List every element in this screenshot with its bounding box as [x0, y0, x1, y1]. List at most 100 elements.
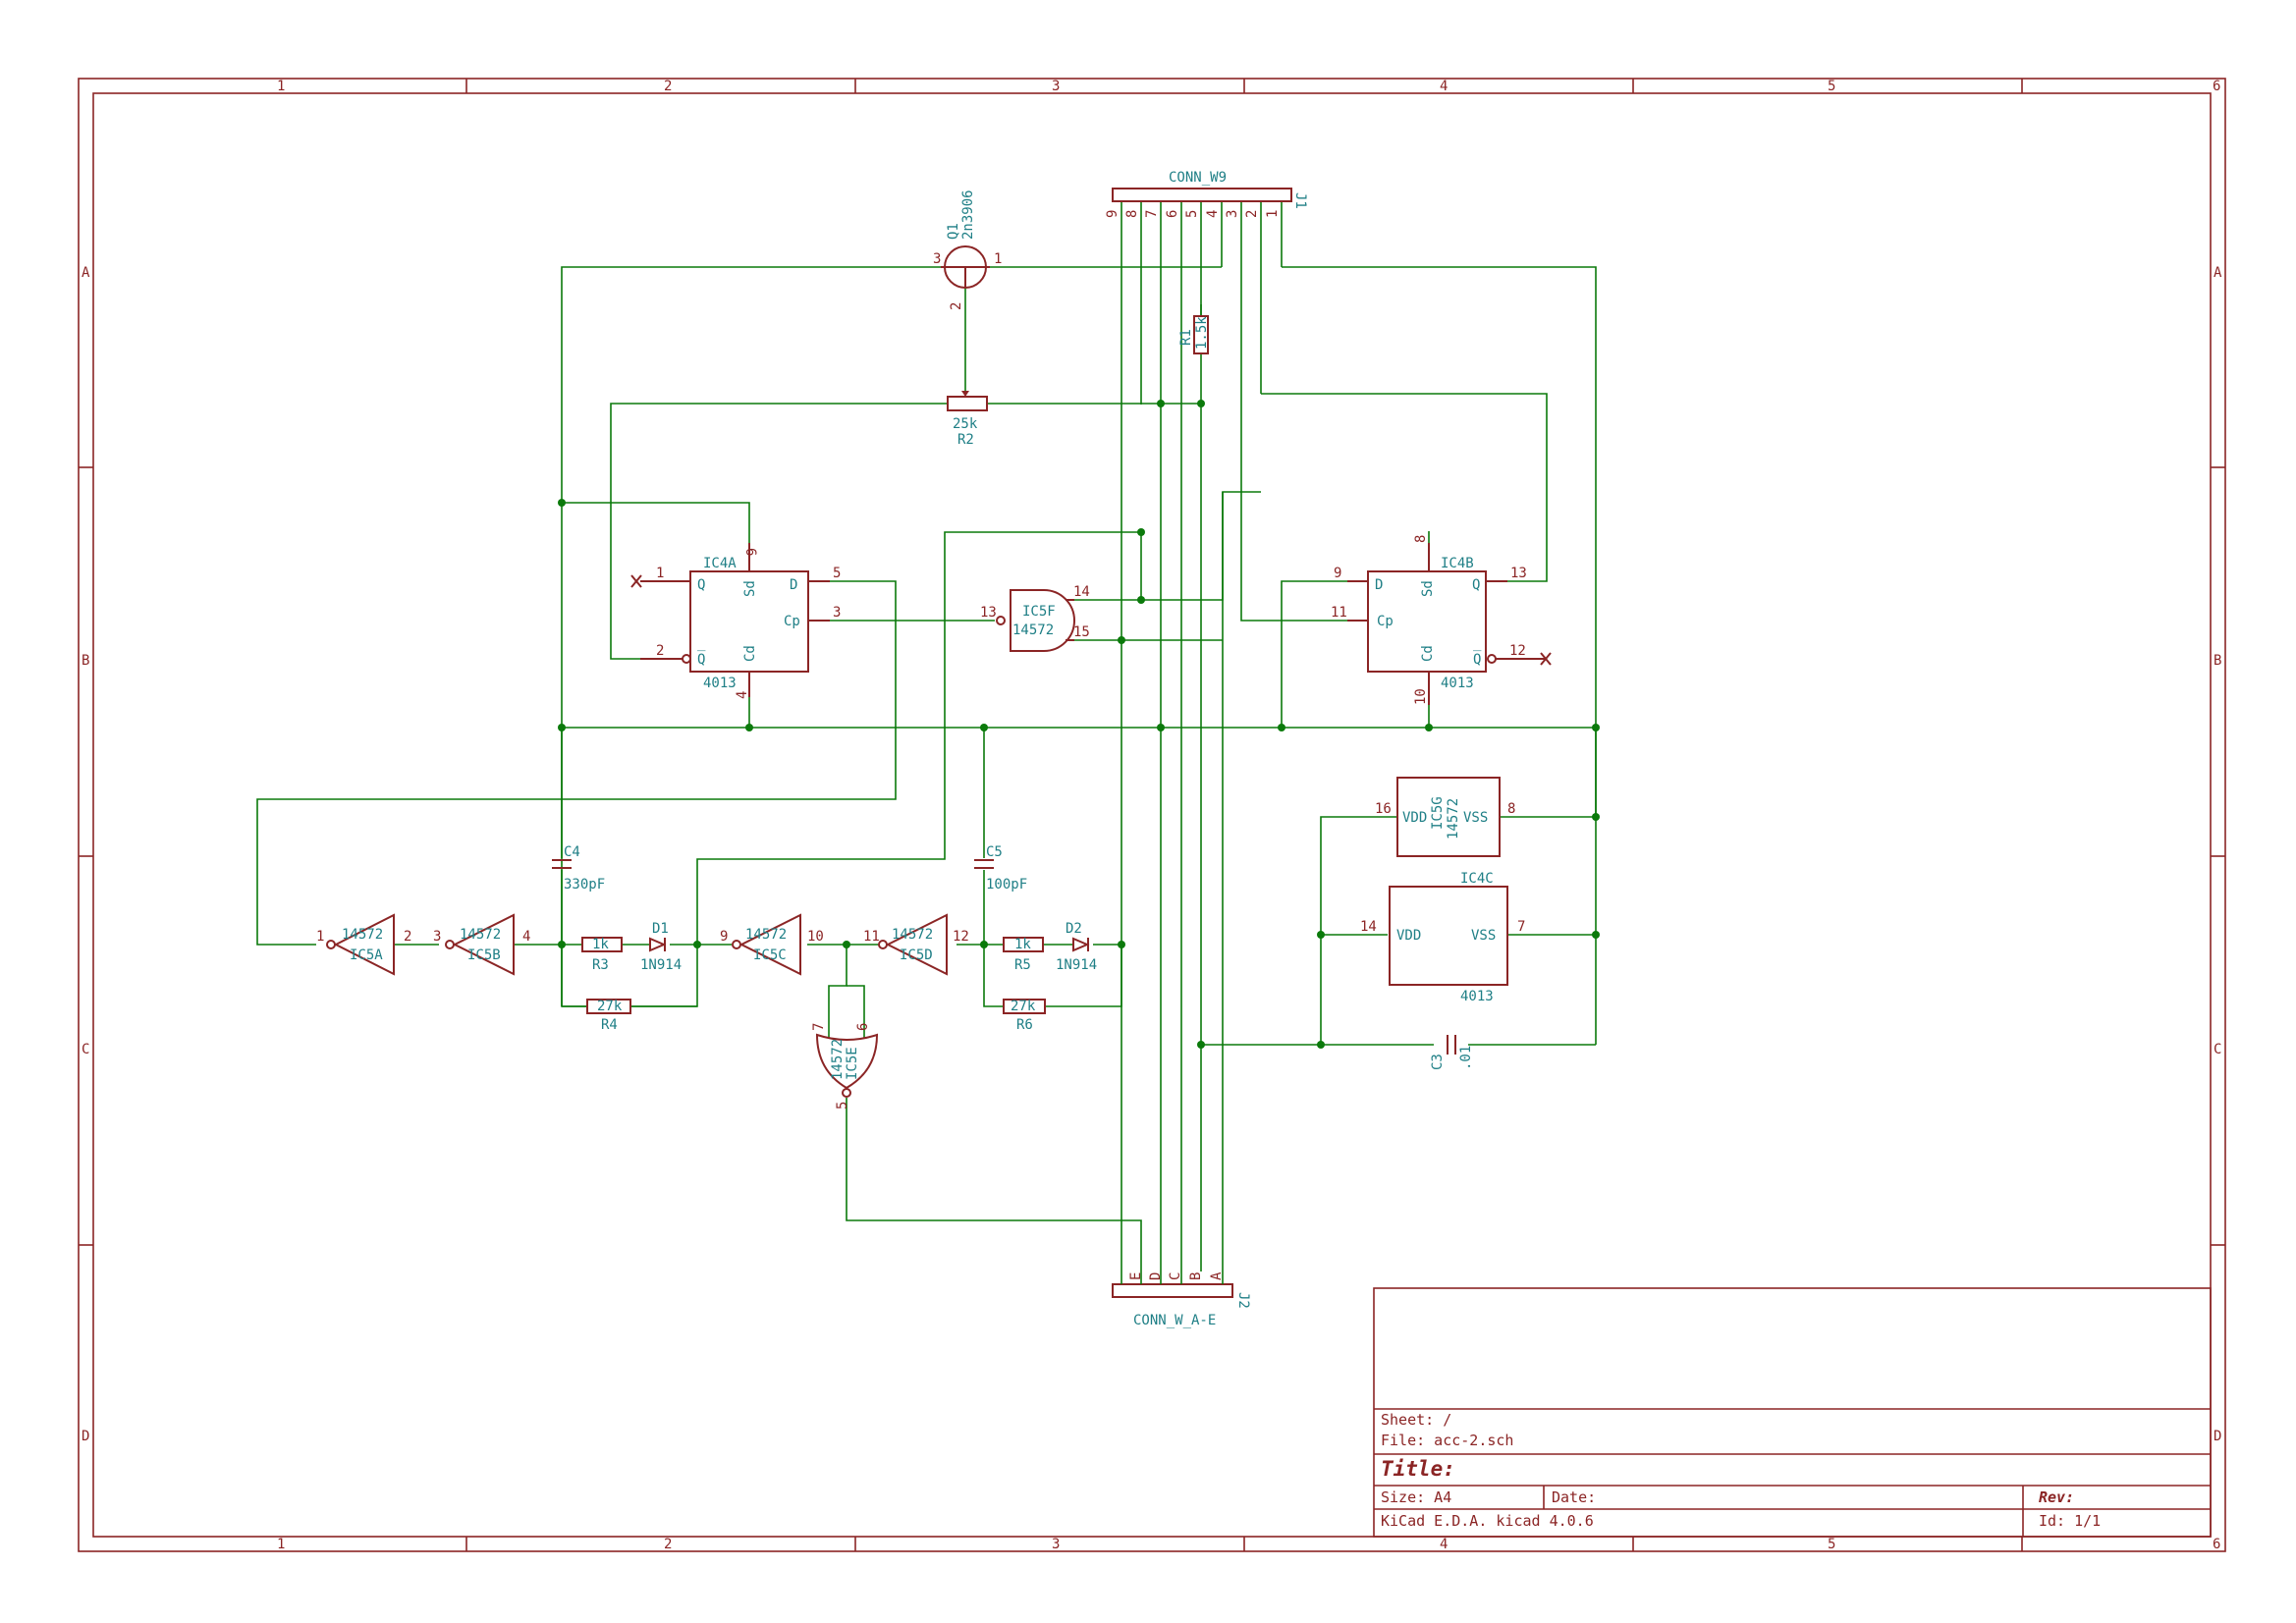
- r1-ref: R1: [1178, 329, 1194, 346]
- title-block-sheet: Sheet: /: [1381, 1411, 1451, 1429]
- ic5e-pin-5: 5: [835, 1102, 850, 1109]
- ic4b-pin-8: 8: [1413, 535, 1429, 543]
- ic5b-ref: IC5B: [467, 947, 501, 963]
- col-label-6-bottom: 6: [2213, 1537, 2220, 1552]
- ic4b-pin-10: 10: [1413, 688, 1429, 705]
- j1-pin-1: 1: [1265, 210, 1281, 218]
- connector-j2: CONN_W_A-E J2 E D C B A: [1112, 1271, 1251, 1328]
- ic5a-pin-1: 1: [316, 929, 324, 945]
- ic4b-ref: IC4B: [1441, 556, 1474, 571]
- r2-ref: R2: [957, 432, 974, 448]
- q1-pin-3: 3: [933, 251, 941, 267]
- ic4b-pin-12: 12: [1509, 643, 1526, 659]
- ic4b-label-d: D: [1375, 577, 1383, 593]
- j2-pin-e: E: [1128, 1272, 1144, 1280]
- ic5g-pin-16: 16: [1375, 801, 1392, 817]
- j2-pin-a: A: [1209, 1271, 1225, 1280]
- capacitor-c4: C4 330pF: [552, 844, 605, 893]
- col-label-3: 3: [1052, 79, 1060, 94]
- ic5d-ref: IC5D: [900, 947, 933, 963]
- ic4c-pin-7: 7: [1517, 919, 1525, 935]
- title-block: Sheet: / File: acc-2.sch Title: Size: A4…: [1373, 1287, 2212, 1538]
- ic5a-value: 14572: [342, 927, 383, 943]
- ic5e-value: 14572: [830, 1039, 846, 1080]
- title-block-date: Date:: [1552, 1488, 1596, 1506]
- col-label-2-bottom: 2: [664, 1537, 672, 1552]
- j2-value: CONN_W_A-E: [1133, 1313, 1216, 1328]
- diode-d2: D2 1N914: [1056, 921, 1097, 973]
- ic4a-label-cd: Cd: [742, 645, 758, 662]
- gate-ic5e: 14572 IC5E 7 6 5: [811, 1023, 879, 1109]
- ic5a-pin-2: 2: [404, 929, 411, 945]
- row-label-c: C: [82, 1042, 89, 1057]
- ic4a-value: 4013: [703, 676, 737, 691]
- ic4a-label-d: D: [790, 577, 797, 593]
- ic4a-ref: IC4A: [703, 556, 737, 571]
- inverter-ic5a: 14572 IC5A 1 2: [316, 913, 411, 976]
- row-label-d-right: D: [2214, 1429, 2221, 1444]
- j1-pin-6: 6: [1165, 210, 1180, 218]
- j1-pin-2: 2: [1244, 210, 1260, 218]
- d2-value: 1N914: [1056, 957, 1097, 973]
- frame-row-dividers: [79, 466, 2225, 1246]
- title-block-title: Title:: [1381, 1457, 1455, 1481]
- c3-ref: C3: [1430, 1054, 1446, 1070]
- ic5f-ref: IC5F: [1022, 604, 1056, 620]
- ic4a-pin-5: 5: [833, 566, 841, 581]
- r3-ref: R3: [592, 957, 609, 973]
- ic4a-pin-2: 2: [656, 643, 664, 659]
- c5-value: 100pF: [986, 877, 1027, 893]
- r1-value: 1.5k: [1194, 316, 1210, 350]
- ic4b-value: 4013: [1441, 676, 1474, 691]
- r6-ref: R6: [1016, 1017, 1033, 1033]
- potentiometer-r2: 25k R2: [947, 391, 988, 448]
- ic4a-label-cp: Cp: [784, 614, 800, 629]
- row-label-c-right: C: [2214, 1042, 2221, 1057]
- ic5g-label-vdd: VDD: [1402, 810, 1427, 826]
- d2-ref: D2: [1066, 921, 1082, 937]
- ic4c-label-vss: VSS: [1471, 928, 1496, 944]
- j2-ref: J2: [1235, 1292, 1251, 1309]
- ic5g-value: 14572: [1446, 798, 1461, 839]
- q1-pin-1: 1: [994, 251, 1002, 267]
- resistor-r6: 27k R6: [1003, 999, 1046, 1033]
- ic5b-pin-4: 4: [522, 929, 530, 945]
- ic4a-pin-1: 1: [656, 566, 664, 581]
- title-block-tool: KiCad E.D.A. kicad 4.0.6: [1381, 1512, 1594, 1530]
- ic4c-pin-14: 14: [1360, 919, 1377, 935]
- ic4a-pin-6: 6: [742, 548, 758, 556]
- ic4a-label-q: Q: [697, 577, 705, 593]
- r4-ref: R4: [601, 1017, 618, 1033]
- r4-value: 27k: [597, 999, 623, 1014]
- col-label-5-bottom: 5: [1828, 1537, 1835, 1552]
- wires: [256, 201, 1597, 1271]
- capacitor-c3: C3 .01: [1430, 1035, 1474, 1070]
- diode-d1: D1 1N914: [640, 921, 682, 973]
- connector-j1: CONN_W9 J1 9 8 7 6 5 4 3 2 1: [1105, 170, 1308, 218]
- ic5c-ref: IC5C: [753, 947, 787, 963]
- transistor-q1: Q1 2n3906 3 1 2: [933, 189, 1002, 310]
- row-label-b: B: [82, 653, 89, 669]
- col-label-6: 6: [2213, 79, 2220, 94]
- ic4b-pin-11: 11: [1331, 605, 1347, 621]
- inverter-ic5d: 14572 IC5D 11 12: [863, 913, 969, 976]
- gate-ic5g-power: VDD VSS IC5G 14572 16 8: [1375, 777, 1515, 857]
- ic5d-value: 14572: [892, 927, 933, 943]
- ic5d-pin-12: 12: [953, 929, 969, 945]
- gate-ic5f: IC5F 14572 13 14 15: [980, 584, 1090, 652]
- title-block-size: Size: A4: [1381, 1488, 1451, 1506]
- ic5a-ref: IC5A: [350, 947, 383, 963]
- resistor-r1: R1 1.5k: [1178, 315, 1210, 354]
- col-label-3-bottom: 3: [1052, 1537, 1060, 1552]
- ic4b-label-cp: Cp: [1377, 614, 1394, 629]
- flipflop-ic4b: IC4B 4013 D Sd Q Cp Cd Q̅ 9 8 13 11 10 1…: [1331, 535, 1552, 705]
- resistor-r5: 1k R5: [1003, 937, 1044, 973]
- ic5g-pin-8: 8: [1507, 801, 1515, 817]
- ic5b-pin-3: 3: [433, 929, 441, 945]
- ic4c-value: 4013: [1460, 989, 1494, 1004]
- col-label-1-bottom: 1: [277, 1537, 285, 1552]
- ic4b-label-sd: Sd: [1420, 580, 1436, 597]
- ic4a-label-sd: Sd: [742, 580, 758, 597]
- ic4b-label-cd: Cd: [1420, 645, 1436, 662]
